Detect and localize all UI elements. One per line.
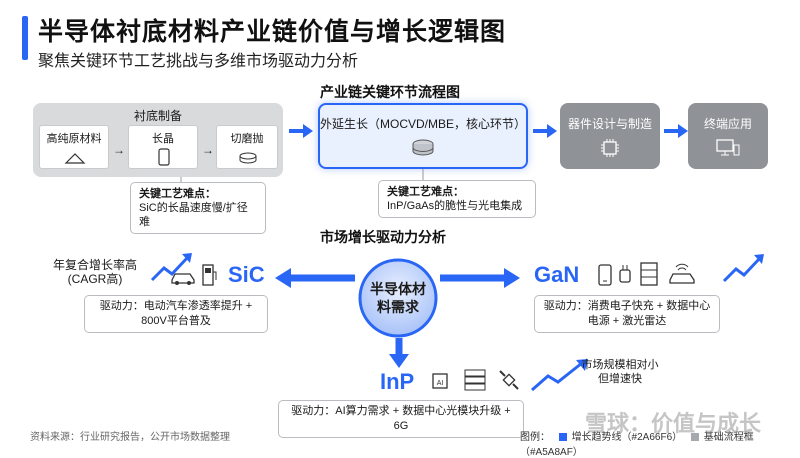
substrate-prep-group: 衬底制备 高纯原材料 → 长晶 → 切磨抛	[33, 103, 283, 177]
end-app-label: 终端应用	[703, 117, 752, 131]
growth-trend-icon	[722, 254, 764, 283]
note2-body: InP/GaAs的脆性与光电集成	[387, 200, 523, 212]
gan-label: GaN	[534, 262, 580, 287]
note2-title: 关键工艺难点：	[387, 186, 464, 198]
arrow-to-gan-icon	[440, 268, 520, 288]
inp-label: InP	[380, 369, 415, 394]
sic-label: SiC	[228, 262, 265, 287]
market-section-title: 市场增长驱动力分析	[320, 229, 446, 245]
note1-body: SiC的长晶速度慢/扩径难	[139, 202, 248, 228]
device-box: 器件设计与制造	[560, 103, 660, 169]
source-note: 资料来源：行业研究报告，公开市场数据整理	[30, 432, 230, 443]
flow-section-title: 产业链关键环节流程图	[320, 84, 460, 100]
gan-driver: 驱动力：消费电子快充 + 数据中心电源 + 激光雷达	[534, 295, 720, 333]
flow-arrow-icon	[664, 124, 688, 138]
arrow-to-sic-icon	[275, 268, 355, 288]
raw-material-label: 高纯原材料	[46, 133, 102, 145]
end-app-box: 终端应用	[688, 103, 768, 169]
page-subtitle: 聚焦关键环节工艺挑战与多维市场驱动力分析	[38, 53, 359, 70]
note-connector	[422, 169, 424, 181]
watermark: 雪球：价值与成长	[585, 411, 762, 436]
lidar-car-icon	[669, 263, 695, 284]
inp-driver: 驱动力：AI算力需求 + 数据中心光模块升级 + 6G	[278, 400, 524, 438]
wafer-icon	[239, 152, 257, 164]
charger-icon	[202, 264, 217, 286]
legend-base-swatch	[690, 433, 699, 442]
cut-polish-label: 切磨抛	[230, 133, 264, 145]
ingot-icon	[158, 148, 170, 166]
wafer-stack-icon	[412, 139, 434, 156]
center-circle	[358, 258, 438, 338]
note1-title: 关键工艺难点：	[139, 188, 216, 200]
crystal-growth-label: 长晶	[152, 133, 174, 145]
cagr-label: 年复合增长率高(CAGR高)	[52, 258, 137, 286]
device-label: 器件设计与制造	[567, 117, 652, 131]
flow-arrow-icon	[533, 124, 557, 138]
center-label: 半导体材料需求	[370, 281, 426, 315]
epitaxy-box: 外延生长（MOCVD/MBE，核心环节）	[318, 103, 528, 169]
fast-charger-icon	[619, 265, 631, 283]
ai-chip-icon: AI	[432, 373, 448, 389]
page-title: 半导体衬底材料产业链价值与增长逻辑图	[38, 18, 507, 46]
arrow-to-inp-icon	[389, 338, 409, 368]
legend: 图例： 增长趋势线（#2A66F6） 基础流程框（#A5A8AF）	[520, 428, 800, 458]
process-note-sic: 关键工艺难点： SiC的长晶速度慢/扩径难	[130, 182, 266, 234]
server-icon	[640, 262, 658, 286]
growth-trend-icon	[150, 253, 192, 282]
arrow-icon: →	[202, 143, 214, 157]
ev-car-icon	[171, 273, 195, 285]
crystal-growth-box: 长晶	[128, 125, 198, 169]
cut-polish-box: 切磨抛	[216, 125, 278, 169]
process-note-inp: 关键工艺难点： InP/GaAs的脆性与光电集成	[378, 180, 536, 218]
phone-icon	[598, 264, 612, 286]
legend-growth-swatch	[558, 433, 567, 442]
svg-text:AI: AI	[437, 380, 444, 387]
devices-icon	[716, 139, 740, 156]
datacenter-icon	[464, 369, 486, 391]
legend-base: 基础流程框（#A5A8AF）	[520, 432, 754, 458]
satellite-icon	[499, 370, 519, 390]
raw-material-box: 高纯原材料	[39, 125, 109, 169]
inp-note: 市场规模相对小但增速快	[581, 359, 659, 385]
powder-icon	[64, 153, 86, 164]
growth-trend-icon	[531, 359, 588, 392]
flow-arrow-icon	[289, 124, 313, 138]
chip-icon	[601, 139, 619, 157]
sic-driver: 驱动力：电动汽车渗透率提升 + 800V平台普及	[84, 295, 268, 333]
legend-prefix: 图例：	[520, 432, 550, 443]
epitaxy-label: 外延生长（MOCVD/MBE，核心环节）	[320, 117, 527, 131]
arrow-icon: →	[113, 143, 125, 157]
substrate-group-label: 衬底制备	[133, 109, 182, 123]
title-accent-bar	[22, 16, 28, 60]
legend-growth: 增长趋势线（#2A66F6）	[571, 432, 683, 443]
